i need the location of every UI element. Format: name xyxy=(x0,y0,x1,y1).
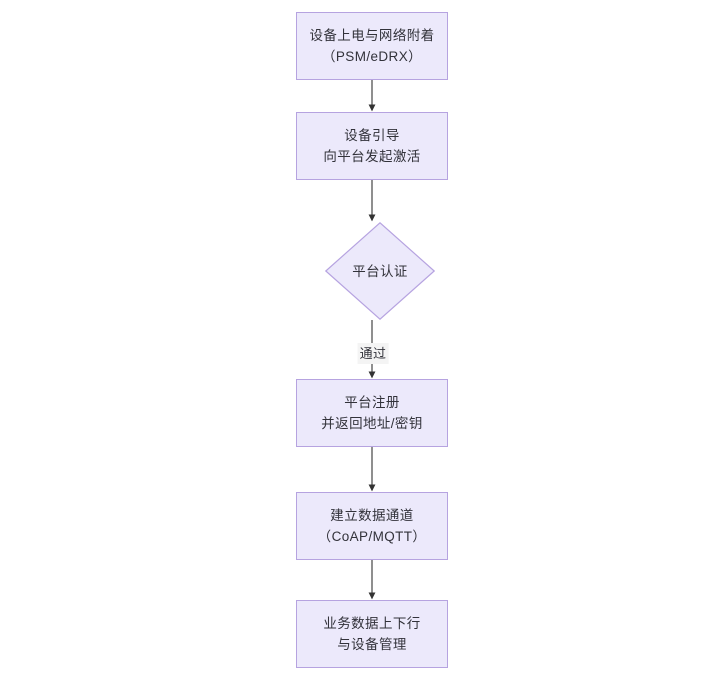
node-platform-auth[interactable]: 平台认证 xyxy=(325,222,435,320)
node-business-data-line-1: 业务数据上下行 xyxy=(323,616,421,631)
node-power-on-line-1: 设备上电与网络附着 xyxy=(309,28,435,43)
node-bootstrap-line-1: 设备引导 xyxy=(344,128,400,143)
node-data-channel-line-2: （CoAP/MQTT） xyxy=(317,529,427,544)
edge-label-pass: 通过 xyxy=(357,343,389,364)
node-bootstrap[interactable]: 设备引导 向平台发起激活 xyxy=(296,112,448,180)
node-platform-register-line-1: 平台注册 xyxy=(344,395,400,410)
node-bootstrap-line-2: 向平台发起激活 xyxy=(323,149,421,164)
node-business-data[interactable]: 业务数据上下行 与设备管理 xyxy=(296,600,448,668)
node-platform-auth-label: 平台认证 xyxy=(352,263,408,279)
node-platform-register-line-2: 并返回地址/密钥 xyxy=(321,416,423,431)
node-business-data-line-2: 与设备管理 xyxy=(337,637,407,652)
node-power-on-line-2: （PSM/eDRX） xyxy=(321,49,423,64)
node-platform-register[interactable]: 平台注册 并返回地址/密钥 xyxy=(296,379,448,447)
node-data-channel-line-1: 建立数据通道 xyxy=(330,508,414,523)
node-power-on[interactable]: 设备上电与网络附着 （PSM/eDRX） xyxy=(296,12,448,80)
diamond-shape-icon xyxy=(325,222,435,320)
node-data-channel[interactable]: 建立数据通道 （CoAP/MQTT） xyxy=(296,492,448,560)
